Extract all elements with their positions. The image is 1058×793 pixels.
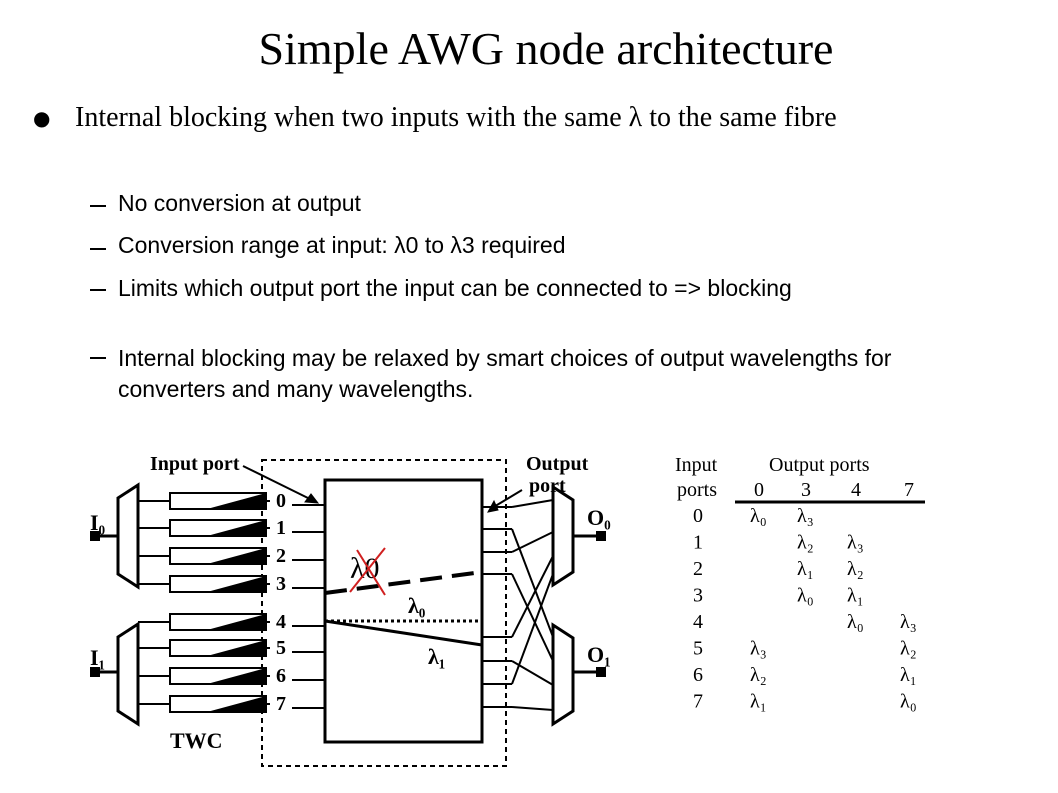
fibre-label-o0: O₀ [587, 505, 611, 530]
lambda0-path-label: λ₀ [408, 593, 426, 618]
table-cell: λ₃ [750, 638, 767, 660]
sub-bullet-dash [90, 357, 106, 359]
table-row-port: 4 [693, 611, 703, 633]
table-row-port: 3 [693, 585, 703, 607]
cross-line [511, 660, 554, 686]
port-number-label: 1 [276, 517, 286, 539]
sub-bullet: Conversion range at input: λ0 to λ3 requ… [118, 232, 566, 258]
table-col-header: 4 [851, 479, 861, 501]
cross-line [511, 706, 554, 711]
twc-converter-shade [207, 668, 266, 684]
input-port-arrowhead [304, 493, 320, 504]
mux-o0 [551, 484, 575, 588]
table-header-output-ports: Output ports [769, 454, 870, 476]
table-row-port: 2 [693, 558, 703, 580]
output-port-arrow [491, 489, 523, 509]
port-number-label: 2 [276, 545, 286, 567]
table-col-header: 0 [754, 479, 764, 501]
table-header-input: Input [675, 454, 718, 476]
sub-bullet-dash [90, 205, 106, 207]
port-numbers: 0 1 2 3 4 5 6 7 [90, 490, 286, 715]
output-port-label-2: port [529, 475, 566, 497]
table-row-port: 1 [693, 532, 703, 554]
table-cell: λ₀ [797, 585, 814, 607]
sub-bullet-dash [90, 289, 106, 291]
input-port-label: Input port [150, 453, 240, 475]
twc-converter-shade [207, 640, 266, 656]
lambda-symbol: λ [628, 102, 643, 133]
sub-bullet: No conversion at output [118, 190, 361, 216]
table-cell: λ₂ [900, 638, 917, 660]
connector-input [90, 531, 100, 541]
connector-o0 [596, 531, 606, 541]
cross-mark-line-1 [356, 549, 386, 596]
table-cell: λ₃ [797, 505, 814, 527]
table-col-header: 3 [801, 479, 811, 501]
cross-line [511, 528, 554, 638]
table-cell: λ₃ [847, 532, 864, 554]
port-number-label: 5 [276, 637, 286, 659]
table-cell: λ₀ [750, 505, 767, 527]
port-number-label: 0 [276, 490, 286, 512]
twc-converter-shade [207, 493, 266, 509]
bullet-marker: ● [33, 106, 51, 130]
table-header-ports: ports [677, 479, 717, 501]
lambda1-path [324, 619, 483, 647]
twc-label: TWC [170, 728, 223, 753]
twc-converter-shade [207, 614, 266, 630]
demux-i0 [116, 482, 140, 590]
twc-converter-shade [207, 548, 266, 564]
table-cell: λ₂ [797, 532, 814, 554]
cross-line [511, 531, 554, 553]
cross-line [511, 573, 554, 662]
table-row-port: 7 [693, 691, 703, 713]
connector-o1 [596, 667, 606, 677]
cross-line [511, 555, 554, 638]
input-port-arrow [242, 465, 313, 501]
connector-input [90, 667, 100, 677]
page-title: Simple AWG node architecture [258, 23, 834, 74]
table-row-port: 0 [693, 505, 703, 527]
twc-converter-shade [207, 696, 266, 712]
table-cell: λ₁ [847, 585, 864, 607]
blocked-path-dashed [324, 570, 483, 595]
port-number-label: 3 [276, 573, 286, 595]
output-port-label: Output [526, 453, 589, 475]
table-col-header: 7 [904, 479, 914, 501]
table-cell: λ₁ [797, 558, 814, 580]
awg-box [323, 478, 484, 744]
sub-bullet: Limits which output port the input can b… [118, 275, 792, 301]
twc-converter-shade [207, 520, 266, 536]
port-number-label: 6 [276, 665, 286, 687]
table-row-port: 6 [693, 664, 703, 686]
table-row-port: 5 [693, 638, 703, 660]
cross-mark-line-2 [349, 547, 386, 593]
demux-i1 [116, 621, 140, 727]
sub-bullet: Internal blocking may be relaxed by smar… [118, 345, 892, 402]
cross-line [511, 573, 554, 685]
fibre-label-i1: I₁ [90, 645, 105, 670]
table-cell: λ₁ [900, 664, 917, 686]
table-cell: λ₂ [750, 664, 767, 686]
fibre-label-o1: O₁ [587, 642, 611, 667]
table-cell: λ₀ [847, 611, 864, 633]
table-cell: λ₂ [847, 558, 864, 580]
twc-rows [138, 492, 325, 713]
twc-converter-shade [207, 576, 266, 592]
mux-o1 [551, 622, 575, 727]
main-bullet: Internal blocking when two inputs with t… [75, 103, 1025, 133]
table-cell: λ₁ [750, 691, 767, 713]
lambda1-path-label: λ₁ [428, 644, 445, 669]
port-number-label: 4 [276, 611, 286, 633]
fibre-label-i0: I₀ [90, 510, 106, 535]
table-cell: λ₀ [900, 691, 917, 713]
port-number-label: 7 [276, 693, 286, 715]
bullet-text-start: Internal blocking when two inputs with t… [75, 102, 629, 133]
table-cell: λ₃ [900, 611, 917, 633]
bullet-text-end: to the same fibre [642, 102, 837, 133]
cross-line [511, 499, 554, 508]
sub-bullet-dash [90, 248, 106, 250]
